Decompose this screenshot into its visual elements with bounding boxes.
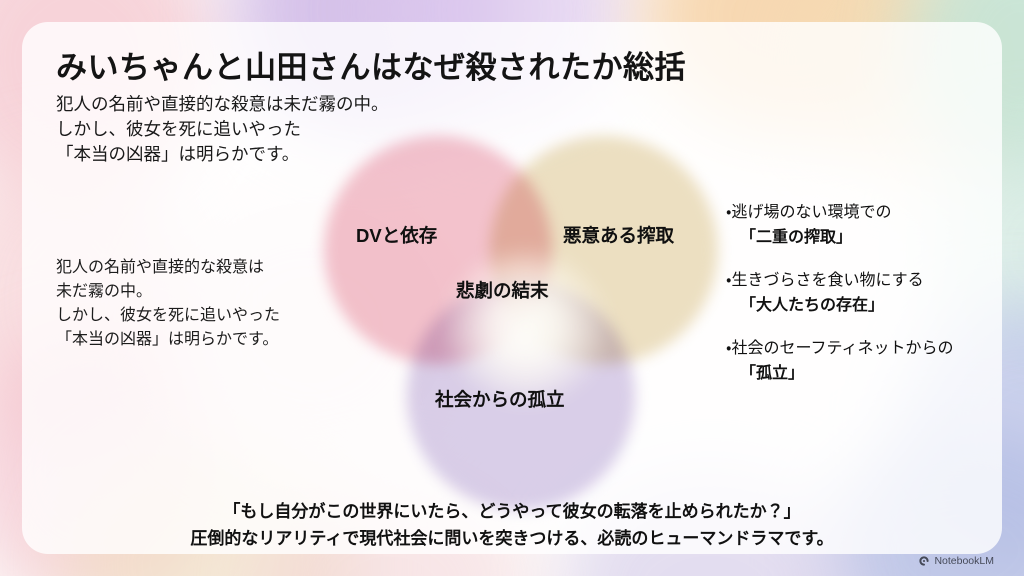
bullet-line-primary: ・逃げ場のない環境での — [726, 200, 1006, 225]
list-item: ・逃げ場のない環境での 「二重の搾取」 — [726, 200, 1006, 250]
bullet-marker: ・ — [726, 272, 732, 289]
closing-caption: 「もし自分がこの世界にいたら、どうやって彼女の転落を止められたか？」 圧倒的なリ… — [0, 498, 1024, 552]
bullet-marker: ・ — [726, 340, 732, 357]
bullet-line-emphasis: 「孤立」 — [740, 365, 805, 382]
page-title: みいちゃんと山田さんはなぜ殺されたか総括 — [56, 50, 686, 85]
bullet-marker: ・ — [726, 204, 732, 221]
bullet-line-emphasis: 「大人たちの存在」 — [740, 297, 885, 314]
lede-paragraph: 犯人の名前や直接的な殺意は未だ霧の中。 しかし、彼女を死に追いやった 「本当の凶… — [56, 94, 389, 164]
caption-line-1: 「もし自分がこの世界にいたら、どうやって彼女の転落を止められたか？」 — [223, 502, 801, 521]
venn-diagram: DVと依存 悪意ある搾取 悲劇の結末 社会からの孤立 — [322, 132, 722, 510]
venn-center-glow — [446, 252, 606, 402]
bullet-text: 生きづらさを食い物にする — [731, 272, 924, 289]
venn-label-malicious-exploitation: 悪意ある搾取 — [563, 225, 675, 246]
notebooklm-logo-icon — [918, 555, 930, 567]
bullet-text: 逃げ場のない環境での — [731, 204, 892, 221]
key-points-list: ・逃げ場のない環境での 「二重の搾取」 ・生きづらさを食い物にする 「大人たちの… — [726, 200, 1006, 404]
left-note-paragraph: 犯人の名前や直接的な殺意は 未だ霧の中。 しかし、彼女を死に追いやった 「本当の… — [56, 259, 281, 348]
bullet-line-primary: ・社会のセーフティネットからの — [726, 336, 1006, 361]
list-item: ・生きづらさを食い物にする 「大人たちの存在」 — [726, 268, 1006, 318]
bullet-line-primary: ・生きづらさを食い物にする — [726, 268, 1006, 293]
list-item: ・社会のセーフティネットからの 「孤立」 — [726, 336, 1006, 386]
bullet-line-emphasis: 「二重の搾取」 — [740, 229, 853, 246]
venn-label-tragic-ending: 悲劇の結末 — [456, 280, 549, 301]
notebooklm-watermark: NotebookLM — [918, 555, 994, 567]
venn-label-dv-dependency: DVと依存 — [356, 225, 438, 246]
caption-line-2: 圧倒的なリアリティで現代社会に問いを突きつける、必読のヒューマンドラマです。 — [190, 529, 834, 548]
venn-label-social-isolation: 社会からの孤立 — [435, 389, 565, 410]
notebooklm-label: NotebookLM — [934, 555, 994, 567]
bullet-text: 社会のセーフティネットからの — [731, 340, 954, 357]
